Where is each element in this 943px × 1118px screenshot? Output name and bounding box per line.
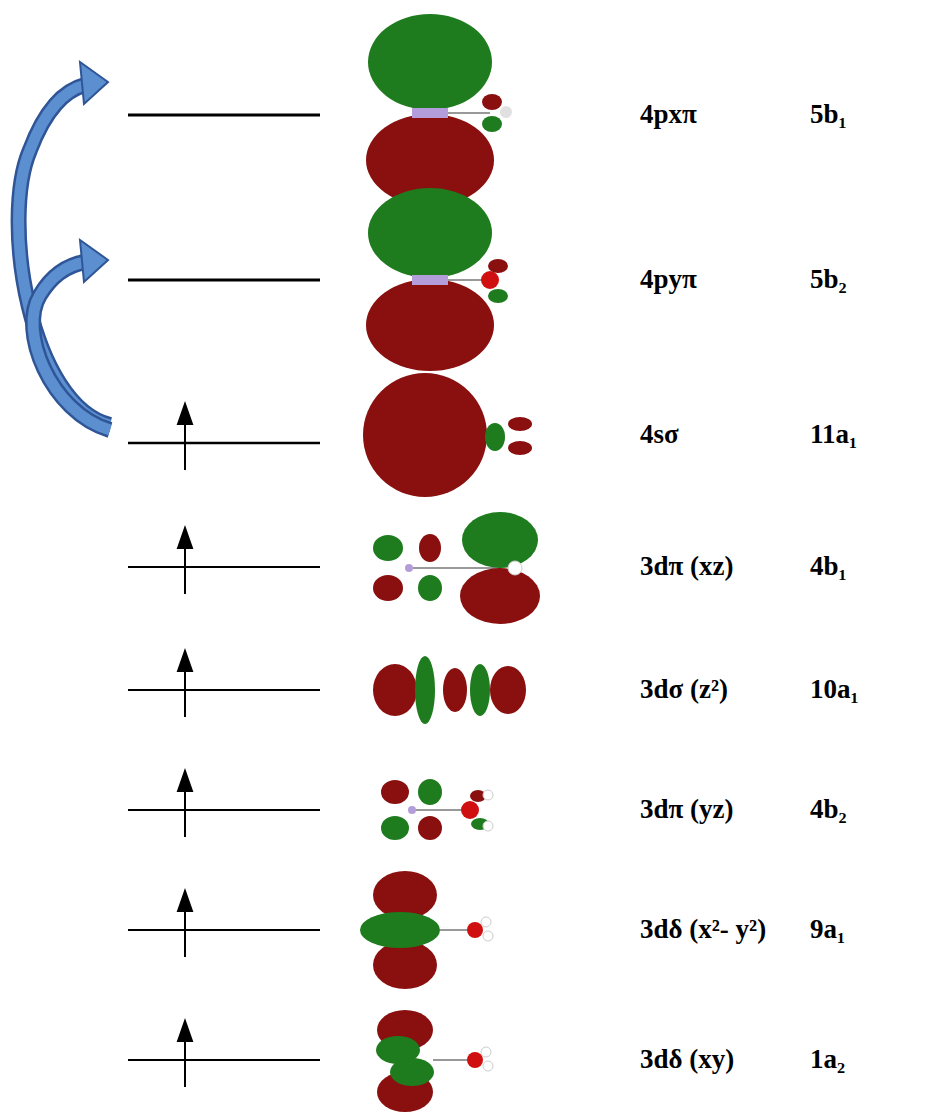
symmetry-label: 9a₁ bbox=[810, 915, 845, 945]
excitation-arrows bbox=[19, 62, 110, 430]
orbital-name: 4pyπ bbox=[640, 265, 697, 295]
orbital-name: 3dπ (xz) bbox=[640, 552, 734, 582]
symmetry-label: 5b₁ bbox=[810, 100, 847, 130]
orbital-name: 3dσ (z²) bbox=[640, 675, 728, 705]
symmetry-label: 10a₁ bbox=[810, 675, 859, 705]
orbital-name: 3dδ (x²- y²) bbox=[640, 915, 766, 945]
orbital-name: 3dδ (xy) bbox=[640, 1045, 734, 1075]
orbital-name: 4pxπ bbox=[640, 100, 697, 130]
symmetry-label: 5b₂ bbox=[810, 265, 847, 295]
symmetry-label: 4b₁ bbox=[810, 552, 847, 582]
orbital-name: 3dπ (yz) bbox=[640, 795, 734, 825]
level-lines bbox=[128, 115, 320, 1060]
electron-arrows bbox=[178, 404, 192, 1087]
symmetry-label: 4b₂ bbox=[810, 795, 847, 825]
orbital-name: 4sσ bbox=[640, 420, 679, 450]
orbital-pictures bbox=[360, 14, 540, 1112]
symmetry-label: 11a₁ bbox=[810, 420, 857, 450]
symmetry-label: 1a₂ bbox=[810, 1045, 845, 1075]
